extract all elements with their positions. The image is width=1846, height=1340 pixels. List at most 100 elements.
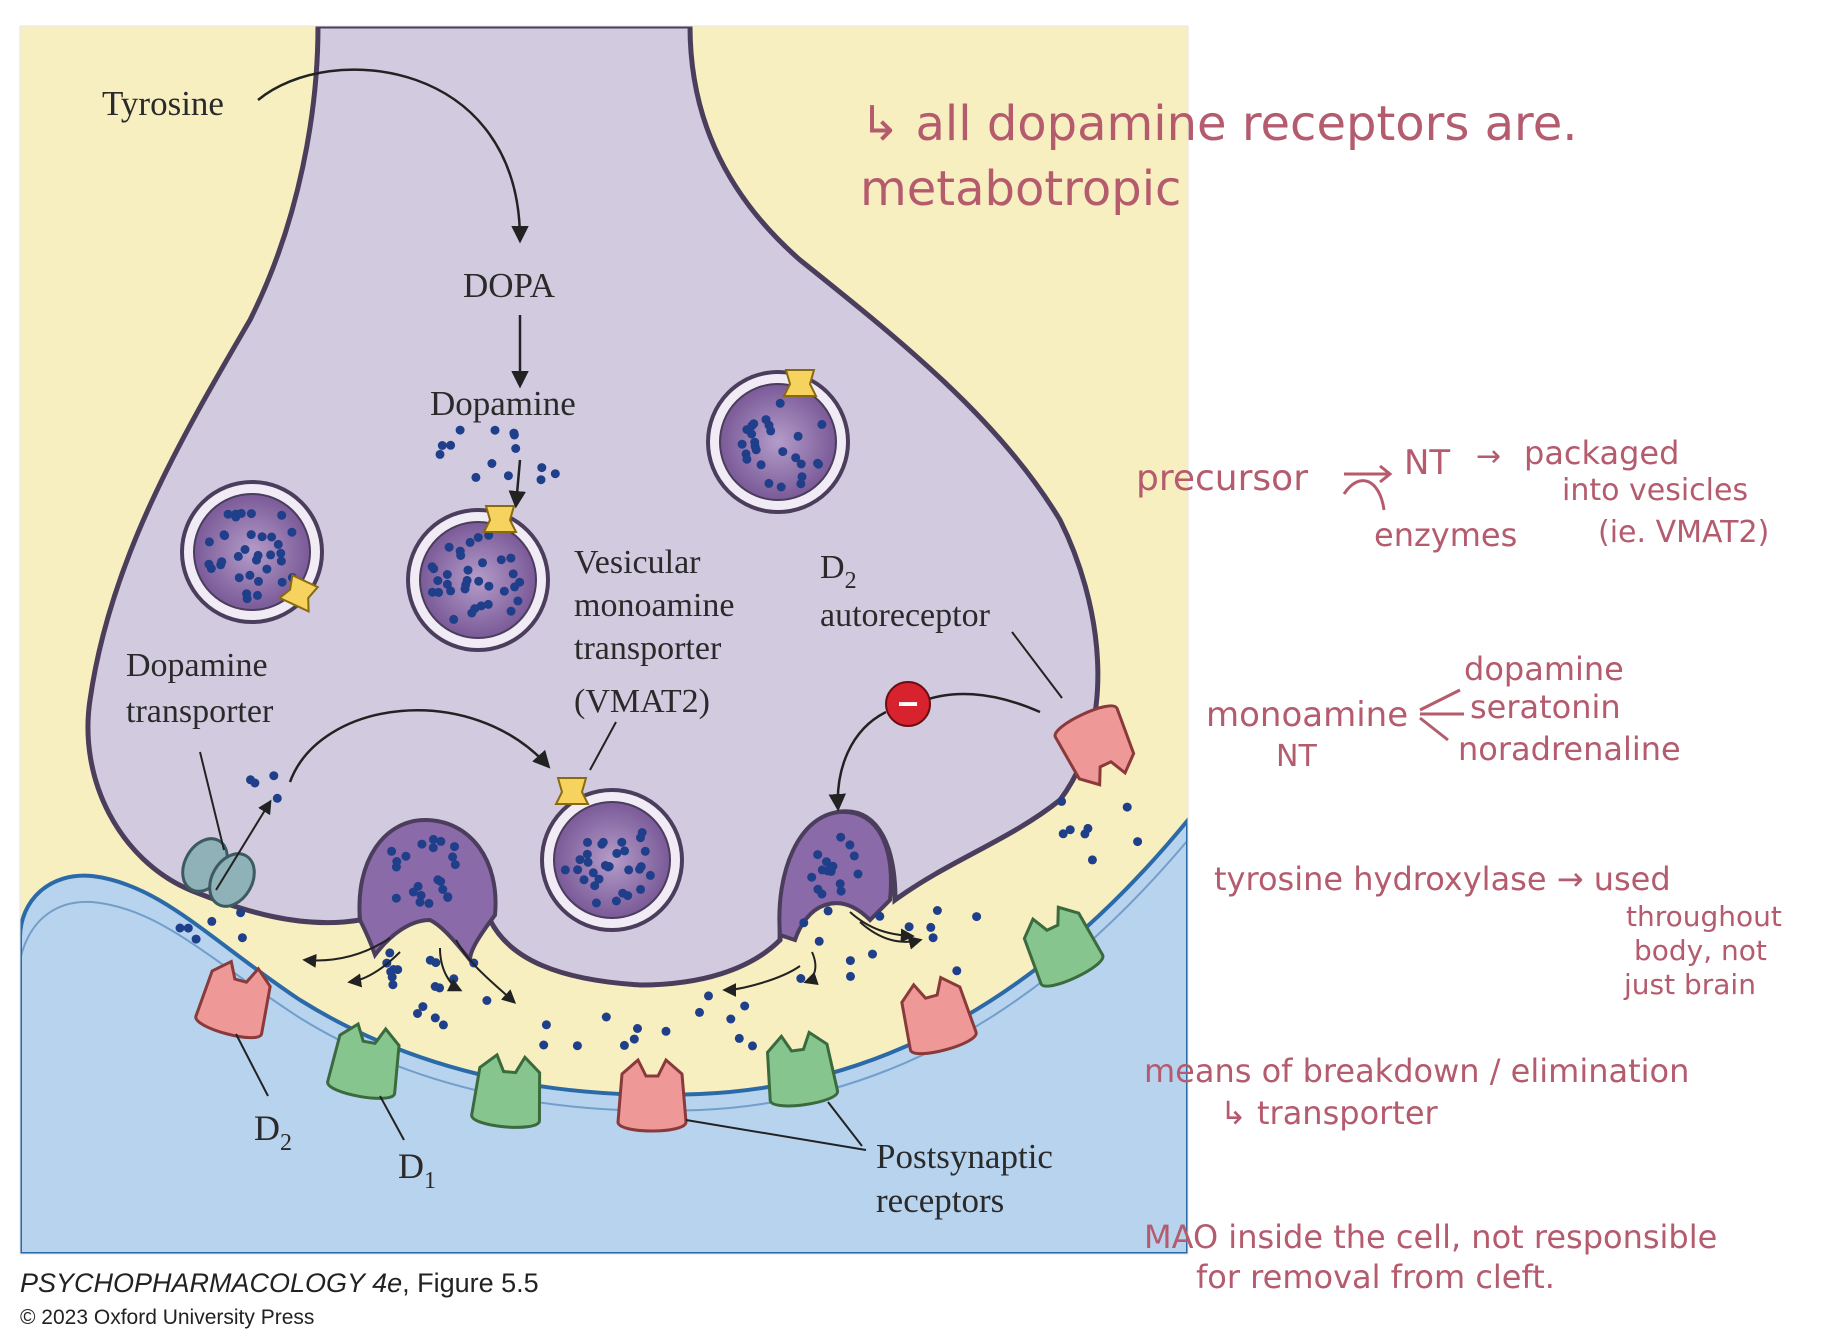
label-vmat-line4: (VMAT2) (574, 683, 710, 720)
dopamine-dot (506, 553, 516, 563)
d1-receptor-middle (470, 1052, 542, 1129)
dopamine-dot (836, 832, 846, 842)
dopamine-molecules (175, 398, 1143, 1051)
dopamine-dot (776, 482, 786, 492)
dopamine-dot (814, 459, 823, 469)
postsynaptic-cell (20, 816, 1188, 1254)
dopamine-dot (928, 933, 938, 943)
label-d2-sub: 2 (280, 1130, 292, 1156)
arrow-dopamine-to-vesicle (508, 459, 526, 509)
dopamine-dot (1058, 829, 1068, 839)
vesicle-lower (540, 788, 684, 932)
arrow-autoreceptor-feedback (919, 692, 1041, 714)
dopamine-dot (191, 934, 201, 944)
dopamine-dot (620, 846, 630, 856)
label-dopamine: Dopamine (430, 384, 576, 423)
dopamine-dot (796, 974, 806, 983)
note-precursor: precursor (1136, 458, 1308, 499)
dopamine-dot (456, 551, 466, 560)
dopamine-dot (245, 570, 255, 580)
dopamine-dot (636, 862, 646, 872)
dopamine-dot (253, 590, 262, 600)
figure-caption-title: PSYCHOPHARMACOLOGY 4e, Figure 5.5 (20, 1268, 539, 1299)
dopamine-dot (952, 966, 962, 976)
dopamine-dot (573, 865, 583, 875)
dopamine-dot (448, 852, 458, 862)
dopamine-dot (797, 472, 807, 482)
d1-receptor-left (326, 1021, 401, 1100)
dopamine-dot (257, 532, 267, 542)
dopamine-dot (737, 439, 747, 449)
label-d2-autoreceptor-word: autoreceptor (820, 597, 991, 634)
dopamine-dot (175, 923, 185, 933)
dopamine-dot (611, 896, 621, 906)
dopamine-dot (273, 539, 283, 549)
dopamine-dot (418, 1002, 428, 1012)
dopamine-dot (277, 577, 287, 587)
dopamine-dot (385, 948, 395, 958)
dopamine-dot (510, 582, 520, 592)
dopamine-dot (277, 510, 287, 520)
dopamine-dot (846, 971, 855, 981)
d1-receptor-right (765, 1030, 840, 1108)
note-arrow-packaged: → (1476, 439, 1501, 474)
dopamine-dot (478, 558, 487, 568)
dopamine-dot (430, 982, 440, 991)
vmat2-top-right (782, 369, 818, 397)
dopamine-dot (845, 956, 855, 966)
label-d1-postsynaptic: D1 (398, 1146, 436, 1194)
dopamine-dot (640, 846, 650, 856)
dopamine-dot (817, 865, 827, 875)
dopamine-dot (695, 1007, 704, 1017)
dopamine-dot (463, 565, 473, 575)
inhibition-minus-sign: − (897, 683, 918, 724)
note-nt: NT (1404, 443, 1450, 483)
label-d2-postsynaptic: D2 (254, 1108, 292, 1156)
dopamine-dot (446, 586, 456, 596)
dopamine-dot (594, 874, 604, 884)
figure-panel-border (19, 25, 1189, 1255)
dopamine-dot (204, 537, 214, 547)
dopamine-dot (823, 906, 833, 916)
dopamine-dot (246, 530, 256, 540)
dopamine-dot (541, 1020, 551, 1030)
dopamine-dot (262, 564, 272, 574)
dopamine-dot (474, 576, 484, 586)
label-vmat-line1: Vesicular (574, 544, 701, 581)
dopamine-dot (503, 471, 513, 481)
dopamine-dot (598, 837, 608, 847)
dopamine-dot (236, 908, 246, 918)
dopamine-dot (276, 556, 286, 566)
dopamine-dot (465, 537, 475, 547)
caption-title-italic: PSYCHOPHARMACOLOGY 4e (20, 1268, 403, 1298)
dopamine-dot (822, 857, 831, 867)
dopamine-dot (817, 419, 827, 429)
dopamine-dot (408, 887, 418, 897)
dopamine-dot (413, 1009, 422, 1018)
dopamine-dot (579, 875, 589, 885)
dopamine-dot (1133, 837, 1143, 847)
dopamine-dot (932, 906, 942, 915)
dopamine-dot (1057, 796, 1067, 806)
dopamine-dot (807, 872, 817, 882)
dopamine-dot (427, 587, 437, 597)
dopamine-dot (742, 454, 752, 464)
dopamine-dot (417, 839, 427, 849)
dopamine-dot (591, 898, 601, 908)
dopamine-dot (204, 559, 214, 569)
note-monoamine: monoamine (1206, 695, 1408, 735)
dopamine-dot (1083, 823, 1093, 833)
dopamine-dot (633, 1024, 642, 1033)
dopamine-dot (391, 893, 401, 903)
dopamine-dot (734, 1033, 744, 1043)
dopamine-dot (484, 530, 494, 540)
dopamine-dot (499, 586, 509, 596)
dopamine-dot (704, 991, 713, 1001)
dopamine-dot (537, 463, 547, 473)
dopamine-dot (875, 911, 885, 921)
dopamine-dot (428, 843, 438, 853)
dopamine-dot (619, 1040, 629, 1050)
dopamine-dot (796, 479, 806, 489)
dopamine-dot (836, 886, 846, 896)
